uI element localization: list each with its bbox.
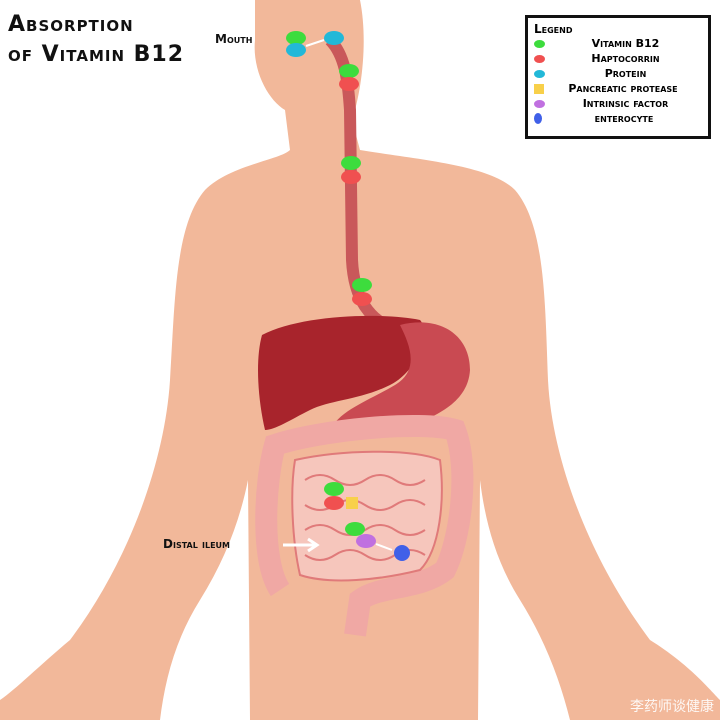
arrow-icon [283,537,320,553]
legend-label: Haptocorrin [591,52,660,65]
legend-label: Intrinsic factor [582,97,669,110]
ileum-particles [324,482,410,561]
liver [258,315,424,430]
watermark: 李药师谈健康 [630,699,714,715]
legend-item: Intrinsic factor [534,96,702,111]
legend-item: Pancreatic protease [534,81,702,96]
legend-title: Legend [534,22,573,36]
page-title: Absorption of Vitamin B12 [8,10,184,70]
legend-label: Protein [604,67,647,80]
title-line-2: of Vitamin B12 [8,42,185,67]
legend-item: Haptocorrin [534,51,702,66]
yellow-square-icon [534,83,544,94]
mouth-particles [286,31,344,57]
esophagus-particles [339,64,372,306]
label-distal-ileum: Distal ileum [163,537,230,551]
legend-item: Vitamin B12 [534,36,702,51]
legend-label: Pancreatic protease [568,82,678,95]
small-intestine [291,450,443,582]
legend-item: enterocyte [534,111,702,126]
stomach [330,322,470,437]
title-line-1: Absorption [8,12,134,37]
legend-label: Vitamin B12 [591,37,660,50]
purple-dot-icon [534,99,545,108]
label-mouth: Mouth [215,32,253,46]
legend-item: Protein [534,66,702,81]
red-dot-icon [534,54,545,63]
blue-dot-icon [534,113,542,124]
small-intestine-loops [304,474,426,561]
green-dot-icon [534,39,545,48]
legend: Legend Vitamin B12 Haptocorrin Protein P… [525,15,711,139]
cyan-dot-icon [534,69,545,78]
large-intestine [255,414,474,637]
legend-label: enterocyte [594,112,654,125]
